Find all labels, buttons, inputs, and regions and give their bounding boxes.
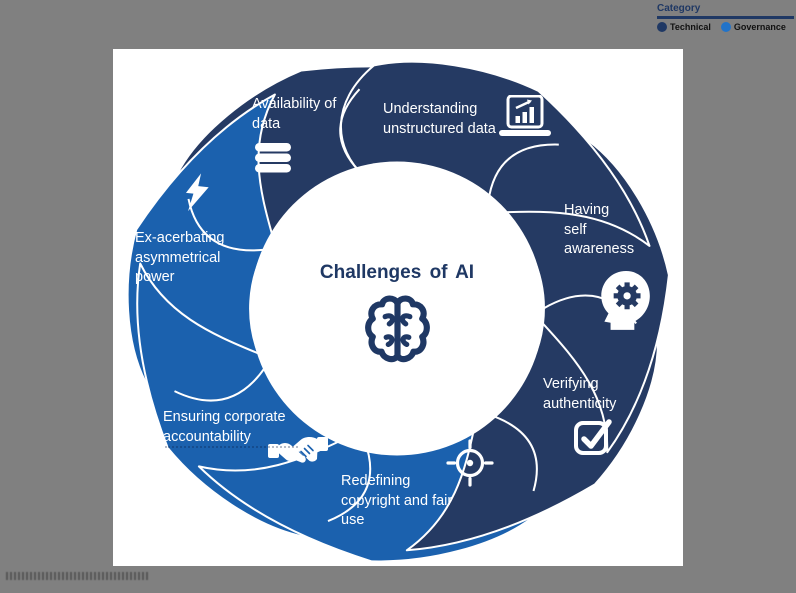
legend-title: Category <box>657 3 701 14</box>
watermark-text <box>6 572 148 580</box>
legend-item-governance: Governance <box>720 21 786 32</box>
legend-underline <box>657 16 794 19</box>
petal-label-having-self-awareness: Having self awareness <box>564 202 635 258</box>
head-gear-icon <box>596 270 652 337</box>
petal-label-ensuring-corporate-accountability: Ensuring corporate accountability <box>163 409 286 445</box>
diagram-center-title: Challenges of AI <box>319 262 475 283</box>
legend-label-technical: Technical <box>670 21 711 32</box>
technical-color-dot <box>657 21 667 32</box>
petal-label-availability-of-data: Availability of data <box>252 96 337 132</box>
petal-separator-line <box>187 198 265 252</box>
laptop-chart-icon <box>497 94 553 146</box>
governance-color-dot <box>720 21 731 32</box>
petal-separator-line <box>487 143 559 203</box>
lightning-bolt-icon <box>183 173 211 220</box>
petal-label-exacerbating-asymmetrical-power: Ex-acerbating asymmetrical power <box>135 230 225 286</box>
checkbox-checked-icon <box>573 416 613 461</box>
petal-label-verifying-authenticity: Verifying authenticity <box>543 376 617 412</box>
legend: Category Technical Governance <box>657 3 795 32</box>
handshake-icon <box>268 430 328 475</box>
petal-label-understanding-unstructured-data: Understanding unstructured data <box>383 101 496 137</box>
petal-separator-line <box>488 413 538 492</box>
legend-items: Technical Governance <box>657 21 795 32</box>
petal-label-redefining-copyright-fair-use: Redefining copyright and fair use <box>341 473 453 529</box>
target-crosshair-icon <box>446 439 494 492</box>
petal-separator-line <box>174 367 266 402</box>
database-icon <box>254 143 292 178</box>
legend-label-governance: Governance <box>733 21 786 32</box>
legend-item-technical: Technical <box>657 21 711 32</box>
diagram-card: Challenges of AI Understanding unstructu… <box>113 49 683 566</box>
brain-icon <box>363 293 432 368</box>
dotted-line-artifact <box>165 446 298 448</box>
